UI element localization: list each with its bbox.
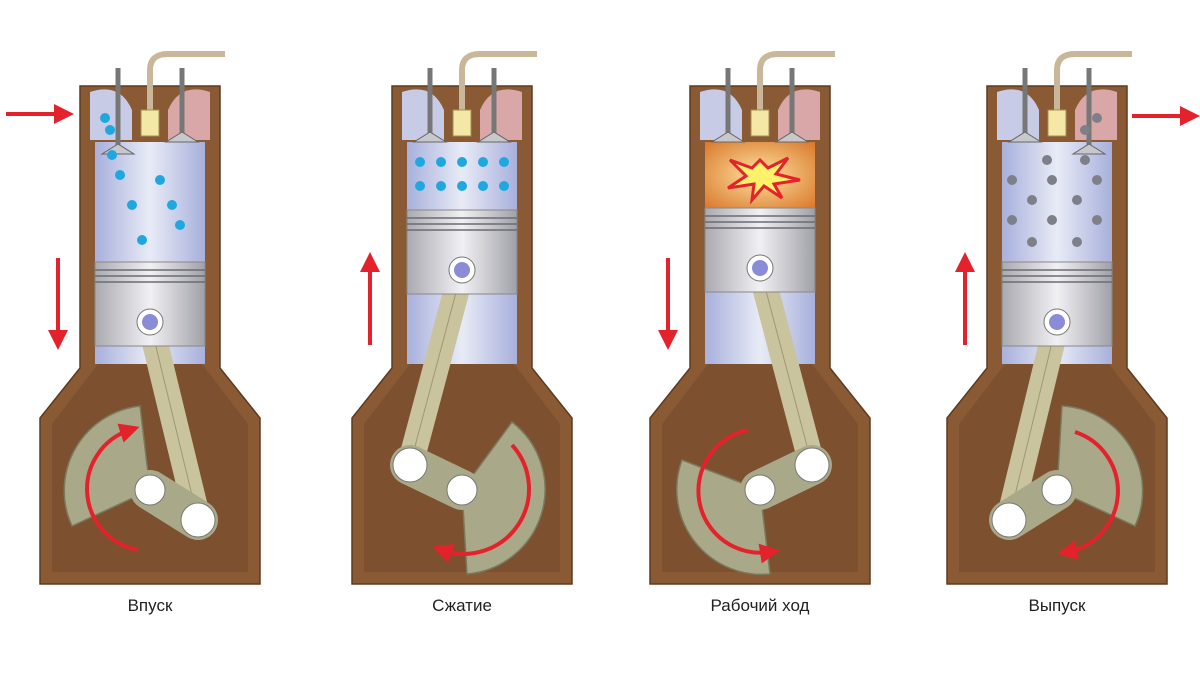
intake-valve-head <box>1007 131 1043 143</box>
spark-plug-wire <box>757 51 835 112</box>
exhaust-valve-head <box>774 131 810 143</box>
piston-pin-core <box>1049 314 1065 330</box>
spark-plug-wire <box>1054 51 1132 112</box>
exhaust-valve-head <box>164 131 200 143</box>
stroke-label-intake: Впуск <box>127 596 173 615</box>
rotation-arrow-icon <box>85 423 140 552</box>
compressed-charge-dot <box>478 157 488 167</box>
connecting-rod-edge <box>409 269 463 466</box>
spark-plug-wire <box>147 51 225 112</box>
exhaust-port <box>480 89 522 140</box>
intake-port <box>90 89 132 140</box>
stroke-unit-power <box>649 51 871 585</box>
crankshaft-journal <box>446 474 478 506</box>
exhaust-port <box>778 89 820 140</box>
compressed-charge-dot <box>436 181 446 191</box>
spark-plug-wire <box>459 51 537 112</box>
exhaust-valve-head <box>1071 143 1107 155</box>
exhaust-gas-dot <box>1027 195 1037 205</box>
stroke-label-compression: Сжатие <box>432 596 492 615</box>
fresh-charge-dot <box>175 220 185 230</box>
stroke-label-exhaust: Выпуск <box>1028 596 1086 615</box>
crankshaft-journal <box>744 474 776 506</box>
intake-valve-head <box>710 131 746 143</box>
compressed-charge-dot <box>499 181 509 191</box>
connecting-rod-edge <box>759 267 813 466</box>
compressed-charge-dot <box>478 181 488 191</box>
exhaust-gas-dot <box>1047 175 1057 185</box>
piston-pin-core <box>142 314 158 330</box>
intake-valve-head <box>412 131 448 143</box>
exhaust-port <box>168 89 210 140</box>
compressed-charge-dot <box>415 181 425 191</box>
intake-port <box>402 89 444 140</box>
crank-pin <box>991 502 1027 538</box>
exhaust-valve-head <box>476 131 512 143</box>
spark-plug-icon <box>140 109 160 137</box>
exhaust-gas-dot <box>1007 175 1017 185</box>
compressed-charge-dot <box>457 157 467 167</box>
exhaust-gas-dot <box>1092 113 1102 123</box>
exhaust-gas-dot <box>1047 215 1057 225</box>
spark-plug-icon <box>1047 109 1067 137</box>
crank-counterweight <box>1056 405 1144 527</box>
exhaust-gas-dot <box>1080 155 1090 165</box>
crank-pin <box>794 447 830 483</box>
piston-pin-core <box>454 262 470 278</box>
exhaust-gas-dot <box>1092 175 1102 185</box>
flame-burst-icon <box>727 156 801 205</box>
exhaust-gas-dot <box>1072 237 1082 247</box>
exhaust-gas-dot <box>1007 215 1017 225</box>
stroke-label-power: Рабочий ход <box>710 596 810 615</box>
fresh-charge-dot <box>107 150 117 160</box>
exhaust-gas-dot <box>1080 125 1090 135</box>
fresh-charge-dot <box>127 200 137 210</box>
connecting-rod-edge <box>149 321 199 521</box>
intake-port <box>997 89 1039 140</box>
fresh-charge-dot <box>137 235 147 245</box>
compressed-charge-dot <box>415 157 425 167</box>
crank-pin <box>180 502 216 538</box>
rotation-arrow-icon <box>432 443 531 563</box>
fresh-charge-dot <box>100 113 110 123</box>
crankshaft-journal <box>1041 474 1073 506</box>
exhaust-gas-dot <box>1072 195 1082 205</box>
intake-port <box>700 89 742 140</box>
crank-pin <box>392 447 428 483</box>
stroke-unit-intake <box>6 51 261 585</box>
exhaust-gas-dot <box>1092 215 1102 225</box>
fresh-charge-dot <box>155 175 165 185</box>
exhaust-gas-dot <box>1042 155 1052 165</box>
rotation-arrow-icon <box>1057 430 1120 561</box>
stroke-unit-exhaust <box>946 51 1200 585</box>
spark-plug-icon <box>750 109 770 137</box>
connecting-rod-edge <box>1008 321 1058 521</box>
compressed-charge-dot <box>436 157 446 167</box>
compressed-charge-dot <box>499 157 509 167</box>
fresh-charge-dot <box>105 125 115 135</box>
piston-pin-core <box>752 260 768 276</box>
fresh-charge-dot <box>167 200 177 210</box>
compressed-charge-dot <box>457 181 467 191</box>
spark-plug-icon <box>452 109 472 137</box>
exhaust-gas-dot <box>1027 237 1037 247</box>
fresh-charge-dot <box>115 170 125 180</box>
crankshaft-journal <box>134 474 166 506</box>
rotation-arrow-icon <box>696 428 780 564</box>
stroke-unit-compression <box>351 51 573 585</box>
